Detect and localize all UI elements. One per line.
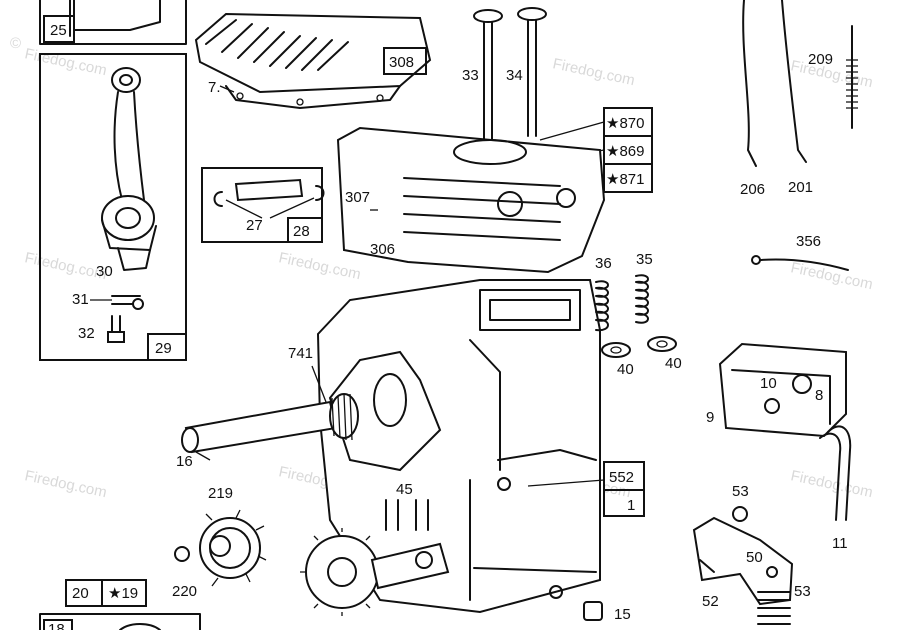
panel-29-frame	[39, 53, 187, 361]
piston-pin-box: 28 27	[201, 167, 325, 243]
crankshaft: 16 741	[176, 345, 442, 472]
callout-15: 15	[614, 606, 631, 623]
bottom-left-callouts: 20 ★19 18	[39, 579, 201, 630]
callout-25: 25	[50, 22, 67, 39]
watermark: Firedog.com	[23, 467, 108, 501]
breather-rod: 356	[751, 233, 849, 271]
callout-32: 32	[78, 325, 95, 342]
callout-box-20-19	[65, 579, 147, 607]
cam-gear: 45	[300, 481, 450, 616]
callout-33: 33	[462, 67, 479, 84]
callout-741: 741	[288, 345, 313, 362]
watermark: Firedog.com	[277, 249, 362, 283]
callout-16: 16	[176, 453, 193, 470]
watermark: Firedog.com	[551, 55, 636, 89]
callout-45: 45	[396, 481, 413, 498]
callout-53b: 53	[794, 583, 811, 600]
callout-306: 306	[370, 241, 395, 258]
callout-201: 201	[788, 179, 813, 196]
callout-9: 9	[706, 409, 714, 426]
callout-50: 50	[746, 549, 763, 566]
governor-gear: 219 220	[172, 485, 267, 600]
callout-220: 220	[172, 583, 197, 600]
callout-31: 31	[72, 291, 89, 308]
callout-36: 36	[595, 255, 612, 272]
callout-7: 7.	[208, 79, 221, 96]
valve-springs: 36 35 40 40	[595, 251, 682, 378]
callout-18: 18	[48, 621, 65, 630]
callout-40b: 40	[665, 355, 682, 372]
part-25-group: 25	[39, 0, 187, 45]
copyright-mark: ©	[10, 35, 21, 52]
callout-10: 10	[760, 375, 777, 392]
callout-870: ★870	[606, 115, 644, 132]
callout-29: 29	[155, 340, 172, 357]
callout-35: 35	[636, 251, 653, 268]
block-callout: 552 1	[527, 461, 645, 517]
cylinder-head: 308 7.	[194, 12, 432, 109]
callout-52: 52	[702, 593, 719, 610]
callout-box-28	[287, 217, 323, 243]
valves: 33 34	[462, 7, 547, 145]
callout-219: 219	[208, 485, 233, 502]
callout-box-18	[43, 619, 73, 630]
connecting-rod-panel: 29 30 31 32	[39, 53, 187, 361]
callout-356: 356	[796, 233, 821, 250]
callout-1: 1	[627, 497, 635, 514]
callout-308: 308	[389, 54, 414, 71]
breather-tube: 11	[819, 425, 852, 552]
callout-40a: 40	[617, 361, 634, 378]
callout-11: 11	[832, 535, 848, 552]
callout-27: 27	[246, 217, 263, 234]
callout-34: 34	[506, 67, 523, 84]
drain-plug: 15	[583, 601, 631, 623]
callout-box-29	[147, 333, 187, 361]
callout-8: 8	[815, 387, 823, 404]
callout-871: ★871	[606, 171, 644, 188]
callout-30: 30	[96, 263, 113, 280]
callout-209: 209	[808, 51, 833, 68]
watermark: Firedog.com	[789, 259, 874, 293]
callout-box-308	[383, 47, 427, 75]
callout-869: ★869	[606, 143, 644, 160]
callout-206: 206	[740, 181, 765, 198]
callout-307: 307	[345, 189, 370, 206]
intake-elbow: 53 50 52 53	[692, 483, 811, 625]
callout-19: ★19	[108, 585, 138, 602]
callout-20: 20	[72, 585, 89, 602]
watermark: Firedog.com	[23, 45, 108, 79]
callout-box-25	[43, 15, 75, 43]
linkage-rods: 206 201 209	[740, 0, 858, 198]
callout-28: 28	[293, 223, 310, 240]
pin-box-frame	[201, 167, 323, 243]
callout-53a: 53	[732, 483, 749, 500]
watermark: Firedog.com	[789, 467, 874, 501]
callout-552: 552	[609, 469, 634, 486]
breather-cover: 10 8 9	[706, 342, 847, 438]
